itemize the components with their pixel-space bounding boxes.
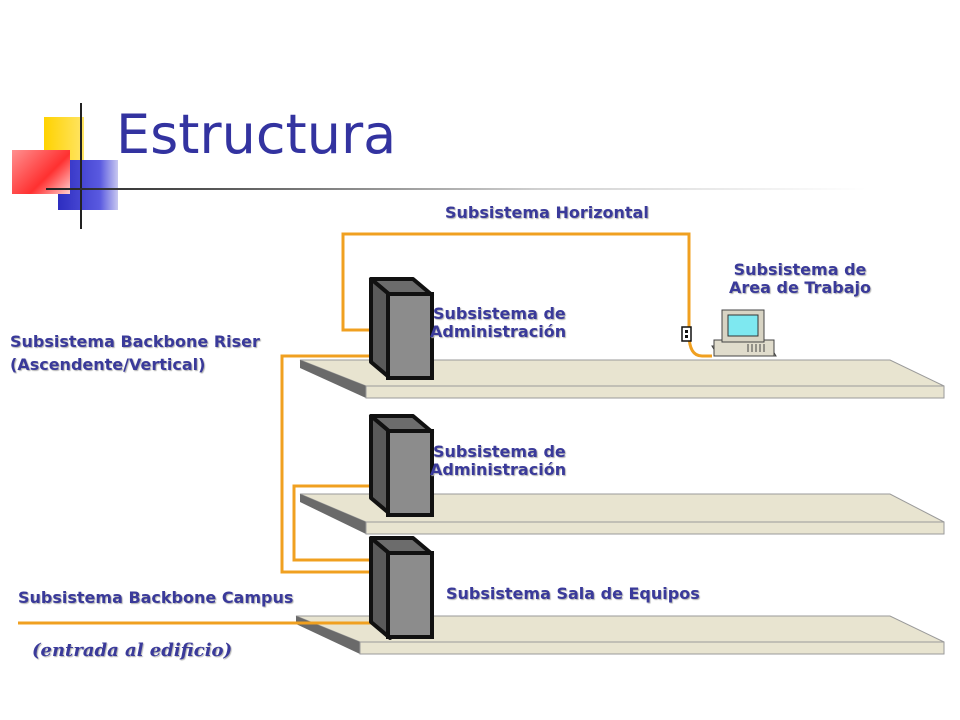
riser-label-line2: (Ascendente/Vertical) [10, 355, 206, 375]
deco-vertical-line [80, 103, 82, 229]
title-decoration [0, 0, 866, 240]
backbone-campus-label: Subsistema Backbone Campus [18, 588, 294, 607]
server-rack-icon [369, 277, 434, 380]
admin-subsystem-middle-label: Subsistema de Administración [430, 442, 567, 480]
computer-icon [711, 309, 777, 357]
deco-red-square [12, 150, 70, 194]
work-area-subsystem-label: Subsistema de Area de Trabajo [712, 260, 888, 298]
admin-subsystem-top-label: Subsistema de Administración [430, 304, 567, 342]
server-rack-icon [369, 414, 434, 517]
server-rack-icon [369, 536, 434, 640]
backbone-riser-label: Subsistema Backbone Riser (Ascendente/Ve… [10, 332, 260, 375]
riser-label-line1: Subsistema Backbone Riser [10, 332, 260, 351]
admin-top-label-line2: Administración [430, 322, 567, 342]
horizontal-cable [341, 232, 712, 358]
admin-mid-label-line2: Administración [430, 460, 567, 480]
admin-mid-label-line1: Subsistema de [433, 442, 566, 461]
admin-top-label-line1: Subsistema de [433, 304, 566, 323]
cables [18, 232, 712, 625]
page-title: Estructura [116, 103, 397, 166]
floor-bottom [295, 615, 945, 655]
wall-outlet-icon [681, 326, 692, 342]
riser-cable-outer [280, 354, 386, 574]
horizontal-subsystem-label: Subsistema Horizontal [445, 203, 649, 222]
floor-top [299, 359, 945, 399]
floor-middle [299, 493, 945, 535]
riser-cable-inner [292, 484, 386, 562]
work-area-label-line1: Subsistema de [733, 260, 867, 279]
deco-horizontal-line [46, 188, 866, 190]
building-entrance-label: (entrada al edificio) [32, 640, 233, 661]
equipment-room-label: Subsistema Sala de Equipos [446, 584, 700, 603]
work-area-label-line2: Area de Trabajo [729, 278, 871, 298]
